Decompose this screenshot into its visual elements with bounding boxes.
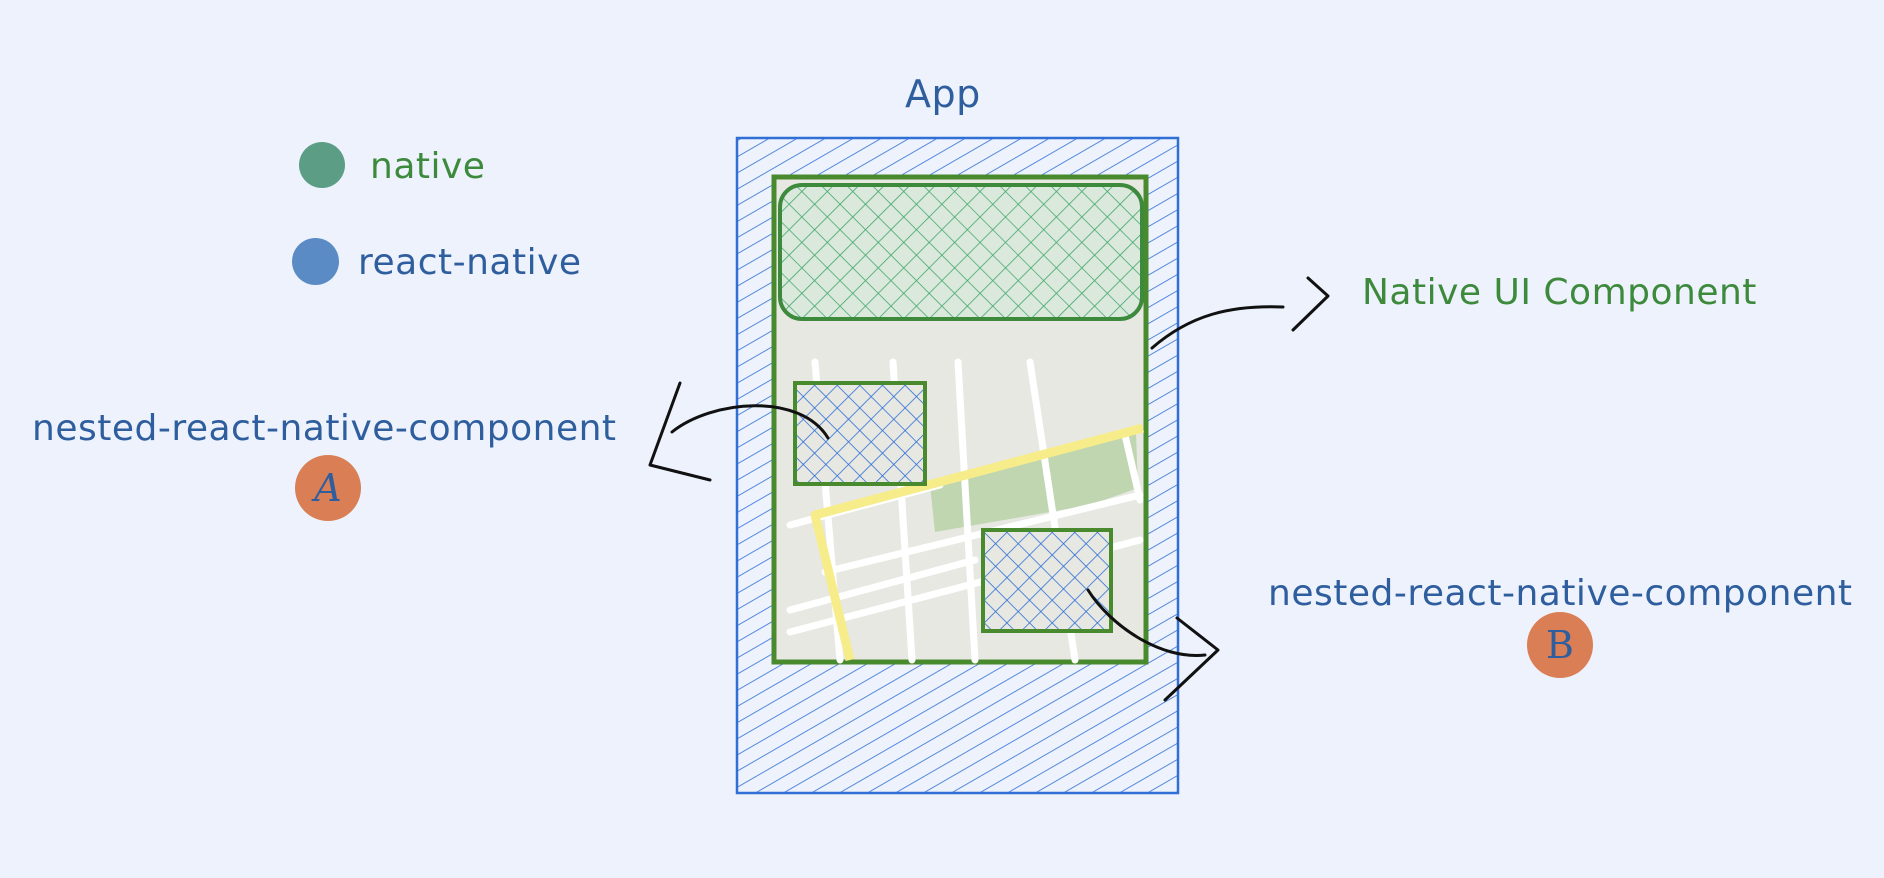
component-a-badge: A	[295, 455, 361, 521]
react-native-legend-label: react-native	[358, 242, 582, 283]
native-ui-component	[778, 183, 1144, 321]
map-main-road	[810, 423, 1145, 662]
native-legend-label: native	[370, 146, 486, 187]
react-native-legend-swatch	[292, 238, 339, 285]
app-title: App	[905, 72, 981, 116]
arrow-to-component-b	[1086, 588, 1220, 702]
arrow-to-component-a	[648, 381, 830, 482]
native-ui-component-label: Native UI Component	[1362, 272, 1757, 313]
arrow-to-native-ui	[1150, 276, 1330, 350]
component-b-badge: B	[1527, 612, 1593, 678]
nested-component-b-box	[981, 528, 1113, 633]
native-legend-swatch	[299, 142, 345, 188]
map-park-area	[930, 432, 1138, 532]
component-b-label: nested-react-native-component	[1268, 573, 1853, 614]
nested-component-a-box	[793, 381, 927, 486]
component-a-label: nested-react-native-component	[32, 408, 617, 449]
